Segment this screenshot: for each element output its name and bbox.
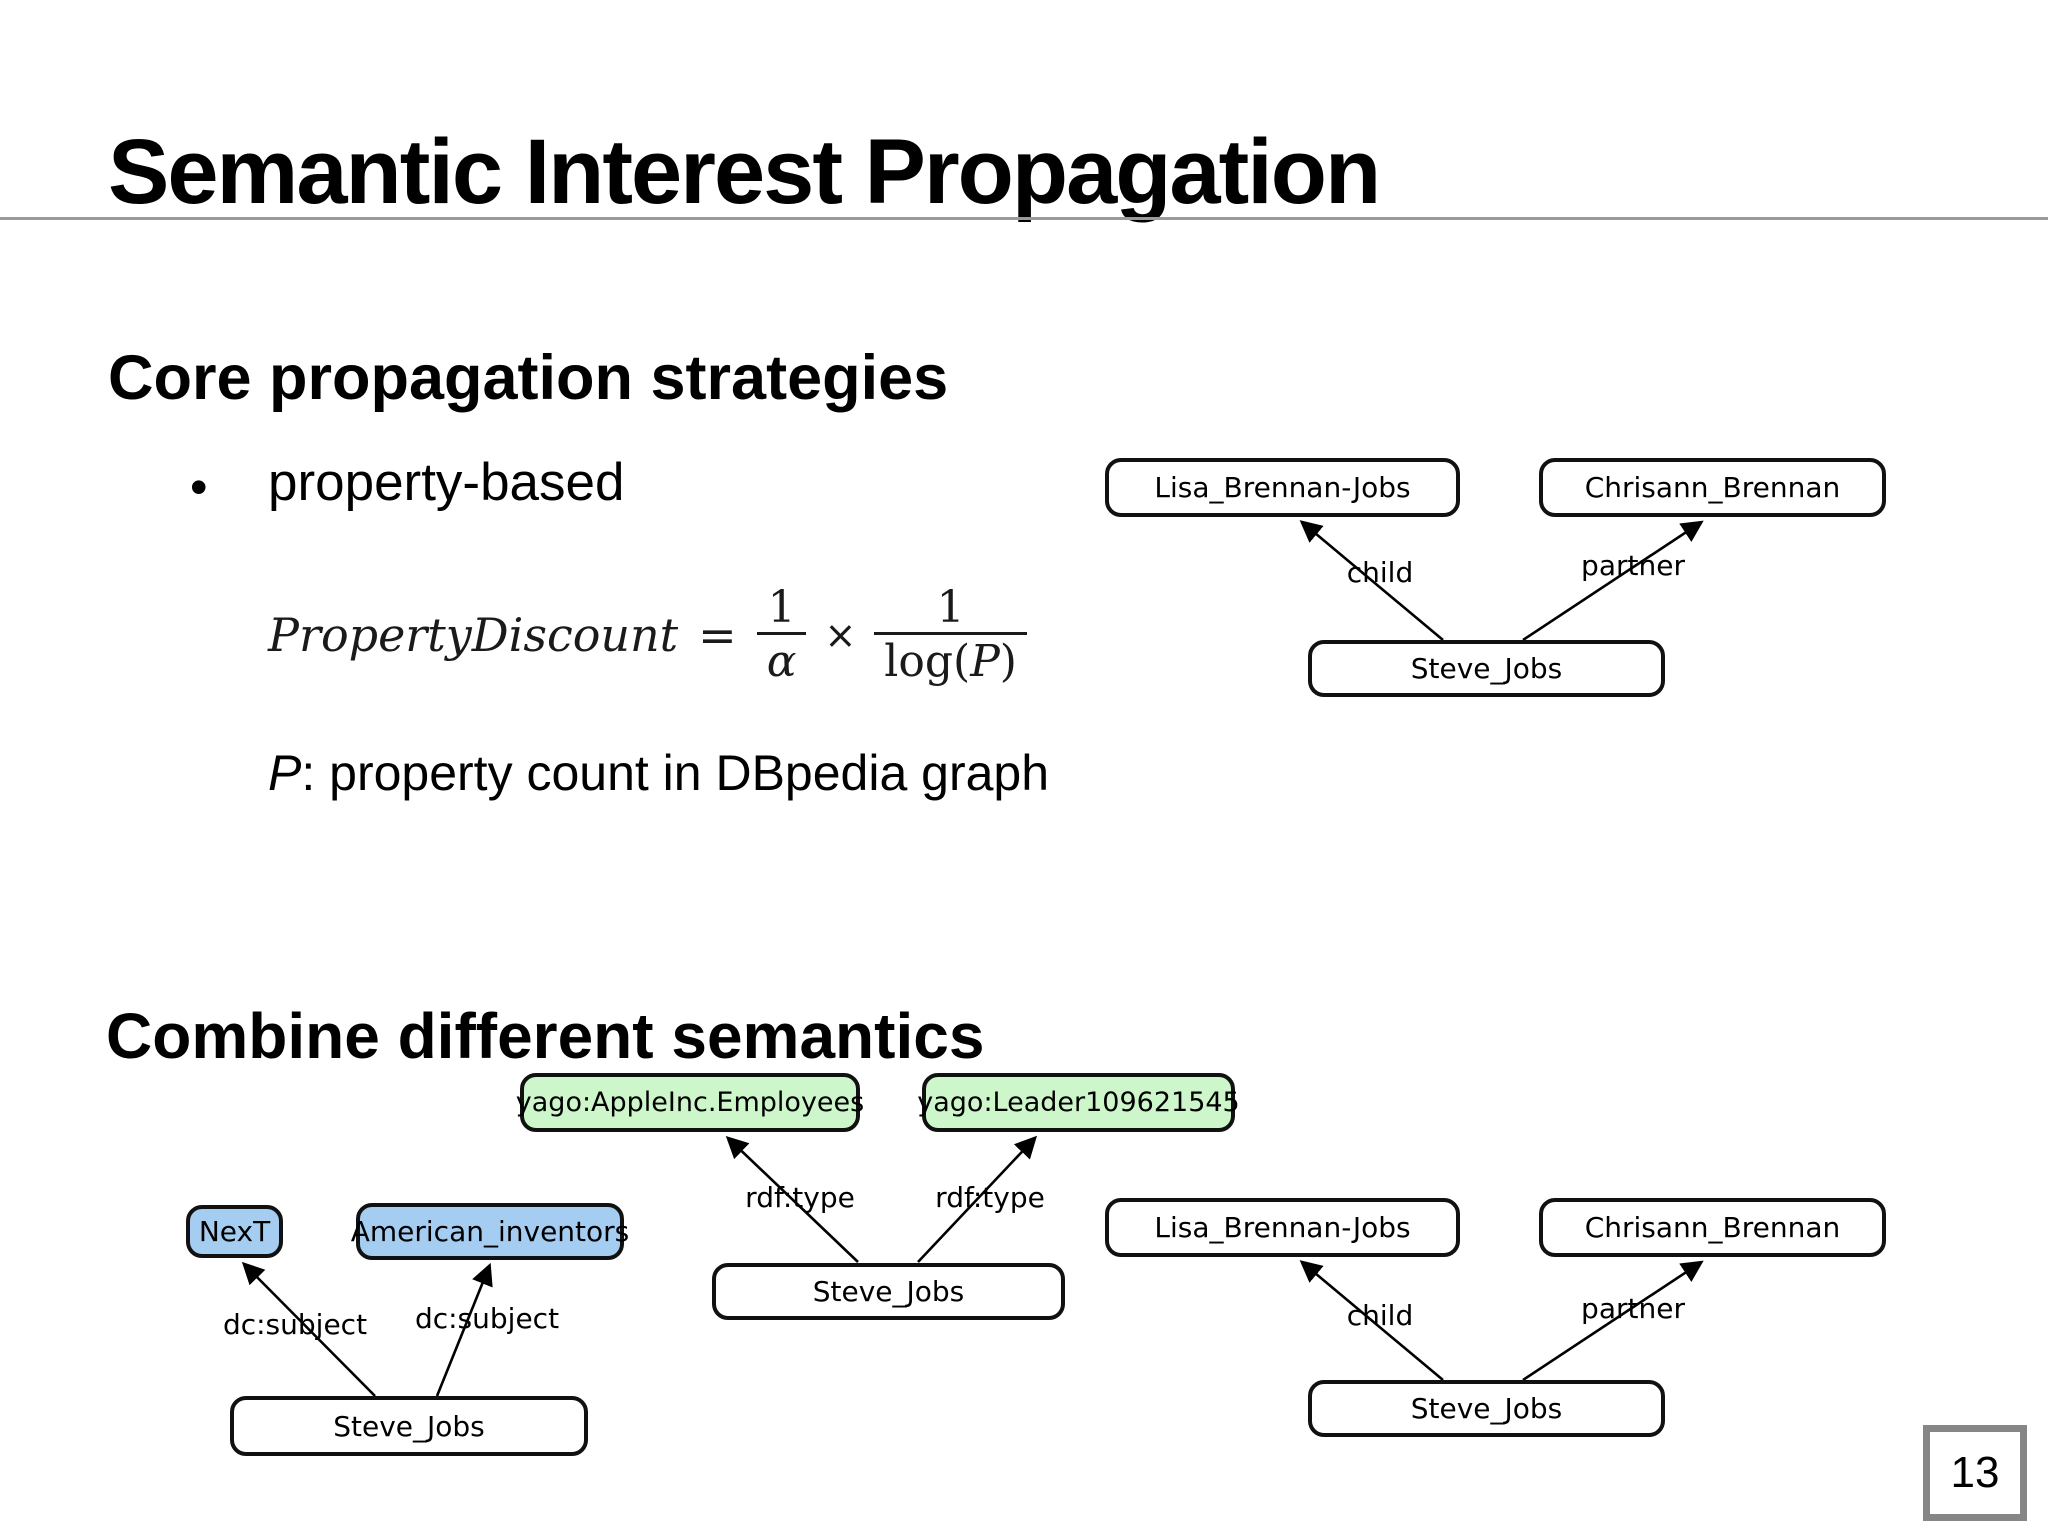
note-variable-p: P bbox=[268, 745, 302, 801]
fraction1-denominator-alpha: α bbox=[756, 632, 807, 687]
node-steve-jobs: Steve_Jobs bbox=[230, 1396, 588, 1456]
node-lisa-brennan-jobs: Lisa_Brennan-Jobs bbox=[1105, 458, 1460, 517]
title-divider bbox=[0, 217, 2048, 220]
note-text: : property count in DBpedia graph bbox=[301, 745, 1050, 801]
fraction1-numerator: 1 bbox=[767, 582, 796, 633]
fraction2-numerator: 1 bbox=[936, 582, 965, 633]
node-chrisann-brennan: Chrisann_Brennan bbox=[1539, 1198, 1886, 1257]
node-american-inventors: American_inventors bbox=[351, 1203, 629, 1260]
edge-label-rdf-type: rdf:type bbox=[935, 1181, 1045, 1214]
edge-label-dc-subject: dc:subject bbox=[222, 1308, 368, 1341]
formula-lhs: PropertyDiscount bbox=[268, 607, 679, 662]
node-steve-jobs: Steve_Jobs bbox=[1308, 640, 1665, 697]
node-yago-appleinc-employees: yago:AppleInc.Employees bbox=[516, 1073, 864, 1132]
slide-title: Semantic Interest Propagation bbox=[108, 120, 1381, 223]
bullet-marker: • bbox=[190, 459, 208, 515]
formula-note: P: property count in DBpedia graph bbox=[268, 744, 1049, 802]
node-steve-jobs: Steve_Jobs bbox=[712, 1263, 1065, 1320]
formula-fraction-one-over-alpha: 1 α bbox=[756, 582, 807, 687]
edge-label-child: child bbox=[1346, 556, 1414, 589]
fraction2-denominator-log-p: log(P) bbox=[874, 632, 1027, 686]
page-number: 13 bbox=[1950, 1448, 2000, 1497]
edge-label-partner: partner bbox=[1581, 549, 1685, 582]
formula-multiply-sign: × bbox=[824, 612, 857, 657]
edge-label-partner: partner bbox=[1581, 1292, 1685, 1325]
formula-equals-sign: = bbox=[698, 607, 737, 662]
page-number-box: 13 bbox=[1923, 1425, 2027, 1521]
node-yago-leader109621545: yago:Leader109621545 bbox=[917, 1073, 1240, 1132]
formula-property-discount: PropertyDiscount = 1 α × 1 log(P) bbox=[268, 583, 1027, 687]
section-heading-core-propagation: Core propagation strategies bbox=[108, 343, 949, 414]
log-close-paren: ) bbox=[999, 636, 1017, 688]
node-steve-jobs: Steve_Jobs bbox=[1308, 1380, 1665, 1437]
node-next: NexT bbox=[186, 1205, 283, 1258]
section-heading-combine-semantics: Combine different semantics bbox=[106, 1000, 985, 1073]
node-chrisann-brennan: Chrisann_Brennan bbox=[1539, 458, 1886, 517]
log-function-text: log( bbox=[884, 636, 971, 688]
edge-label-rdf-type: rdf:type bbox=[745, 1181, 855, 1214]
log-argument-p: P bbox=[970, 636, 1000, 688]
edge-label-child: child bbox=[1346, 1299, 1414, 1332]
edge-label-dc-subject: dc:subject bbox=[414, 1302, 560, 1335]
formula-fraction-one-over-log-p: 1 log(P) bbox=[874, 583, 1027, 687]
bullet-item-property-based: property-based bbox=[268, 453, 625, 512]
node-lisa-brennan-jobs: Lisa_Brennan-Jobs bbox=[1105, 1198, 1460, 1257]
